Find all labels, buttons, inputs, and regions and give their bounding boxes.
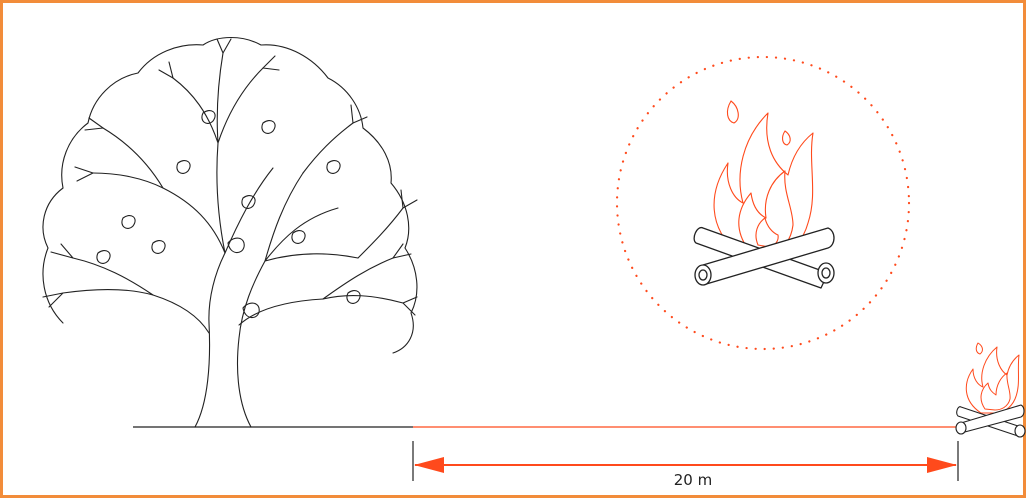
diagram-canvas bbox=[3, 3, 1026, 501]
campfire-icon bbox=[694, 101, 834, 288]
small-campfire-icon bbox=[956, 343, 1025, 437]
fire-radius-circle bbox=[617, 57, 909, 349]
tree-icon bbox=[43, 38, 417, 428]
distance-label: 20 m bbox=[643, 471, 743, 489]
